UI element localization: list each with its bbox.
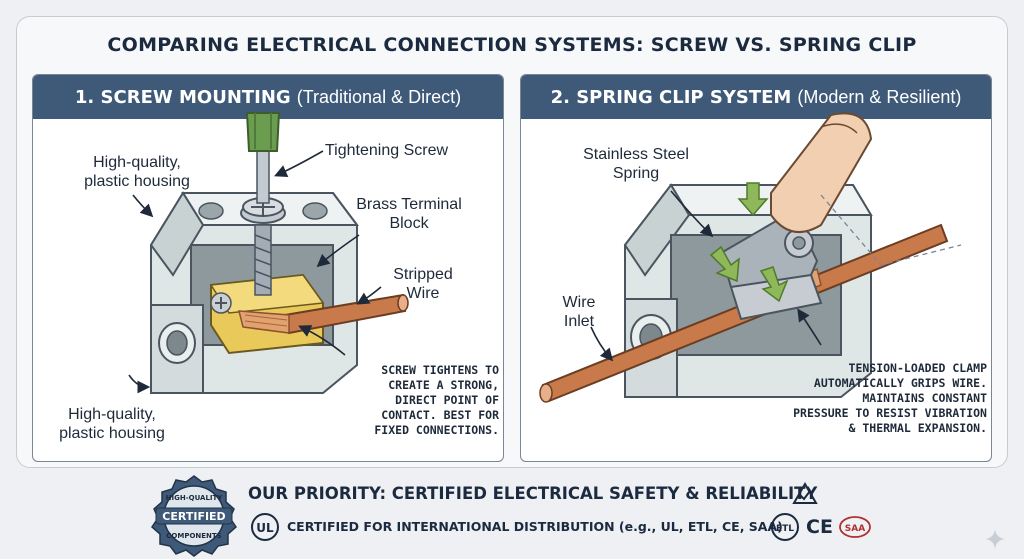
spring-panel-header: 2. SPRING CLIP SYSTEM (Modern & Resilien… (521, 75, 991, 119)
screw-panel: 1. SCREW MOUNTING (Traditional & Direct) (32, 74, 504, 462)
seal-top-text: HIGH-QUALITY (166, 494, 224, 502)
stripped-wire-label: Stripped Wire (393, 266, 453, 302)
sparkle-icon (985, 529, 1005, 549)
stripped-wire-shape (238, 293, 409, 335)
ul-mark-icon: UL (251, 513, 279, 541)
screwdriver-shape (245, 112, 281, 204)
saa-mark-icon: SAA (839, 516, 871, 538)
screw-subheading: (Traditional & Direct) (296, 86, 462, 107)
spring-panel: 2. SPRING CLIP SYSTEM (Modern & Resilien… (520, 74, 992, 462)
international-distribution-text: CERTIFIED FOR INTERNATIONAL DISTRIBUTION… (287, 519, 783, 534)
certified-seal-icon: CERTIFIED HIGH-QUALITY COMPONENTS (151, 475, 237, 557)
spring-subheading: (Modern & Resilient) (797, 86, 962, 107)
stainless-spring-label: Stainless Steel Spring (583, 146, 689, 182)
spring-heading: 2. SPRING CLIP SYSTEM (550, 86, 792, 108)
seal-bottom-text: COMPONENTS (166, 532, 221, 540)
screw-heading: 1. SCREW MOUNTING (74, 86, 291, 108)
seal-middle-text: CERTIFIED (162, 510, 225, 523)
screw-terminal-illustration (128, 112, 409, 394)
spring-callout-arrows (590, 190, 822, 362)
screw-panel-header: 1. SCREW MOUNTING (Traditional & Direct) (33, 75, 503, 119)
tightening-screw-label: Tightening Screw (325, 142, 449, 159)
check-triangle-icon (792, 482, 818, 504)
housing-label-top: High-quality, plastic housing (84, 154, 190, 190)
finger-shape (770, 112, 873, 234)
housing-label-bottom: High-quality, plastic housing (59, 406, 165, 442)
priority-statement: OUR PRIORITY: CERTIFIED ELECTRICAL SAFET… (248, 484, 818, 503)
saa-mark-text: SAA (845, 524, 865, 534)
spring-description-note: TENSION-LOADED CLAMP AUTOMATICALLY GRIPS… (793, 361, 987, 435)
etl-mark-text: ETL (776, 524, 794, 534)
dashed-guide-line (820, 194, 962, 266)
spring-clip-illustration (539, 112, 962, 403)
callout-arrows (128, 150, 382, 394)
tightening-screw-shape (240, 197, 286, 296)
main-title: COMPARING ELECTRICAL CONNECTION SYSTEMS:… (107, 34, 917, 56)
etl-mark-icon: ETL (771, 513, 799, 541)
ul-mark-text: UL (256, 521, 274, 535)
screw-description-note: SCREW TIGHTENS TO CREATE A STRONG, DIREC… (374, 363, 499, 437)
wire-inlet-label: Wire Inlet (562, 294, 596, 330)
ce-mark-icon: CE (806, 516, 833, 538)
brass-terminal-label: Brass Terminal Block (356, 196, 462, 232)
press-arrows (709, 182, 789, 303)
